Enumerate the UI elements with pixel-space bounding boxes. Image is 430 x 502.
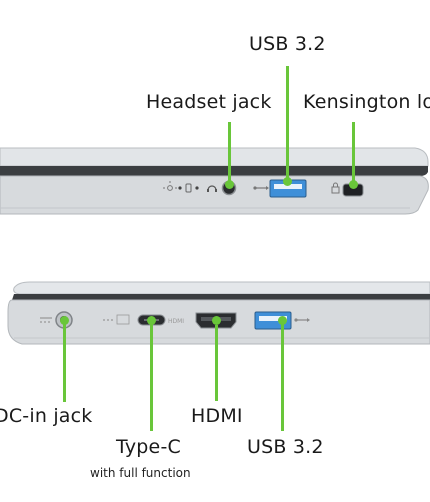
usb-symbol-icon-lower <box>294 318 310 322</box>
usb-top-leader-dot <box>283 177 292 186</box>
kensington-leader <box>352 122 355 184</box>
dc-in-leader <box>63 323 66 402</box>
hdmi-leader <box>215 325 218 401</box>
dc-in-jack-label: DC-in jack <box>0 405 93 427</box>
dc-in-icon <box>40 317 52 323</box>
headset-leader <box>228 122 231 184</box>
usb-bottom-leader <box>281 323 284 431</box>
status-lights-icon <box>163 181 199 193</box>
lid-lower <box>13 281 430 295</box>
base-chassis <box>0 175 429 215</box>
kensington-lock-label: Kensington lo <box>303 91 430 113</box>
usb-bottom-leader-dot <box>278 316 287 325</box>
lid <box>0 147 429 167</box>
kensington-leader-dot <box>349 180 358 189</box>
usb-symbol-icon <box>253 186 269 190</box>
headset-jack-label: Headset jack <box>146 91 272 113</box>
right-side-view <box>0 147 429 215</box>
usb-top-leader <box>286 66 289 181</box>
hdmi-icon: HDMI <box>168 318 184 325</box>
usb-top-label: USB 3.2 <box>249 33 326 55</box>
usb-bottom-label: USB 3.2 <box>247 436 324 458</box>
headset-leader-dot <box>225 180 234 189</box>
hdmi-label: HDMI <box>191 405 243 427</box>
hinge-seam <box>0 166 428 176</box>
type-c-sublabel: with full function <box>90 466 191 480</box>
lock-icon <box>331 182 340 194</box>
hdmi-leader-dot <box>212 316 221 325</box>
type-c-leader <box>150 323 153 431</box>
type-c-icons <box>103 314 130 325</box>
headset-icon <box>207 185 217 192</box>
type-c-label: Type-C <box>116 436 181 458</box>
dc-in-leader-dot <box>60 316 69 325</box>
type-c-leader-dot <box>147 316 156 325</box>
